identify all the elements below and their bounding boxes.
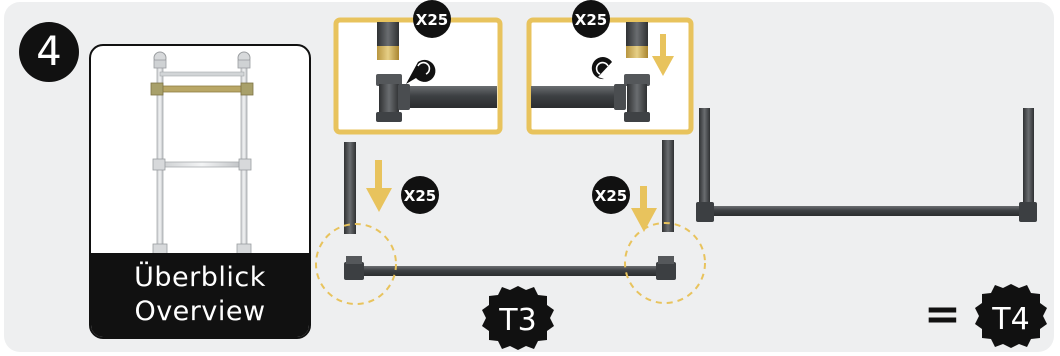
tighten-clockwise-icon <box>406 59 436 84</box>
t3-assembly <box>344 256 676 280</box>
svg-text:T4: T4 <box>991 302 1029 337</box>
quantity-badge-arrow-left: X25 <box>401 176 439 214</box>
rack-overview-illustration <box>150 51 254 255</box>
svg-text:X25: X25 <box>575 11 607 29</box>
overview-label-en: Overview <box>134 296 266 327</box>
quantity-badge-detail-right: X25 <box>572 0 610 38</box>
svg-text:X25: X25 <box>416 11 448 29</box>
down-arrow-icon <box>631 186 657 232</box>
vertical-pipe-right <box>662 140 674 232</box>
t3-badge: T3 <box>482 286 554 350</box>
quantity-badge-arrow-right: X25 <box>592 176 630 214</box>
t4-assembly <box>696 108 1037 222</box>
highlight-circle-right <box>624 222 706 304</box>
detail-box-right <box>526 17 694 135</box>
overview-label: Überblick Overview <box>91 253 309 337</box>
overview-label-de: Überblick <box>134 262 266 293</box>
down-arrow-icon <box>652 34 674 76</box>
svg-text:X25: X25 <box>595 187 627 205</box>
t4-badge: T4 <box>975 284 1047 348</box>
overview-card: Überblick Overview <box>89 44 311 339</box>
svg-text:T3: T3 <box>498 303 536 338</box>
tighten-counterclockwise-icon <box>591 57 612 80</box>
vertical-pipe-left <box>344 142 356 234</box>
step-number: 4 <box>19 22 79 82</box>
highlight-circle-left <box>315 223 397 305</box>
down-arrow-icon <box>366 160 392 212</box>
quantity-badge-detail-left: X25 <box>413 0 451 38</box>
svg-text:X25: X25 <box>404 187 436 205</box>
equals-sign: = <box>924 289 961 340</box>
